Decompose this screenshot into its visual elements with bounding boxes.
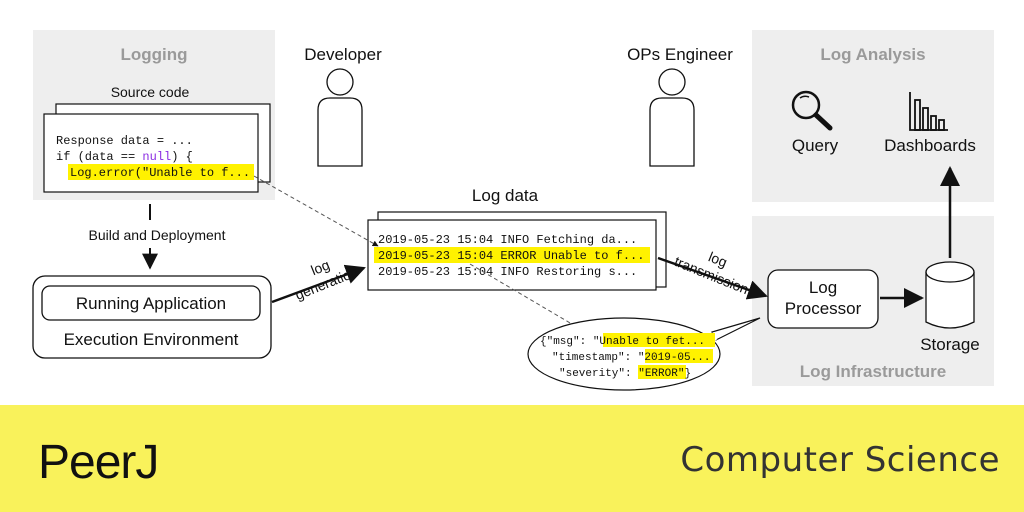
null-keyword: null: [142, 150, 171, 164]
source-line-2: if (data == null) {: [56, 150, 193, 164]
storage-label: Storage: [920, 335, 980, 354]
parsed-msg-line: {"msg": "Unable to fet...: [540, 336, 705, 348]
peerj-logo: PeerJ: [38, 436, 159, 489]
footer-bar: [0, 405, 1024, 512]
query-label: Query: [792, 136, 839, 155]
log-transmission-arrow: [657, 256, 768, 300]
parsed-msg-highlight: [603, 333, 715, 347]
log-line-2: 2019-05-23 15:04 ERROR Unable to f...: [378, 249, 644, 263]
parsed-timestamp-highlight: [645, 349, 713, 363]
dashboards-label: Dashboards: [884, 136, 976, 155]
logging-title: Logging: [120, 45, 187, 64]
ops-engineer-person-icon: [649, 68, 695, 167]
log-line-3: 2019-05-23 15:04 INFO Restoring s...: [378, 265, 637, 279]
parsed-severity-highlight: [638, 365, 686, 379]
svg-text:PeerJ: PeerJ: [38, 436, 158, 489]
ops-engineer-label: OPs Engineer: [627, 45, 733, 64]
log-line-highlight: [374, 247, 650, 263]
trace-log-to-parsed: [469, 263, 583, 331]
log-transmission-label: logtransmission: [672, 237, 757, 297]
storage-cylinder-icon: [925, 261, 975, 329]
log-line-1: 2019-05-23 15:04 INFO Fetching da...: [378, 233, 637, 247]
execution-environment-label: Execution Environment: [64, 330, 239, 349]
log-pipeline-diagram: Logging Log Analysis Log Infrastructure …: [32, 30, 994, 391]
source-line-highlight: [68, 164, 254, 180]
source-line-1: Response data = ...: [56, 134, 193, 148]
magnifier-icon: [791, 90, 833, 131]
running-application-label: Running Application: [76, 294, 226, 313]
source-line-3: Log.error("Unable to f...: [70, 166, 250, 180]
developer-person-icon: [317, 68, 363, 167]
log-processor-box: [767, 269, 879, 329]
log-infrastructure-title: Log Infrastructure: [800, 362, 946, 381]
developer-label: Developer: [304, 45, 382, 64]
log-data-title: Log data: [472, 186, 539, 205]
build-label: Build and Deployment: [89, 227, 226, 243]
trace-source-to-log: [253, 175, 379, 247]
log-generation-label: loggeneration: [286, 248, 360, 303]
parsed-severity-line: "severity": "ERROR"}: [559, 368, 691, 380]
parsed-timestamp-line: "timestamp": "2019-05...: [552, 352, 710, 364]
source-code-title: Source code: [111, 84, 190, 100]
log-analysis-title: Log Analysis: [820, 45, 925, 64]
log-generation-arrow: [271, 264, 366, 304]
bar-chart-icon: [909, 92, 948, 131]
running-application-box: [41, 285, 261, 321]
journal-name: Computer Science: [680, 440, 1000, 480]
